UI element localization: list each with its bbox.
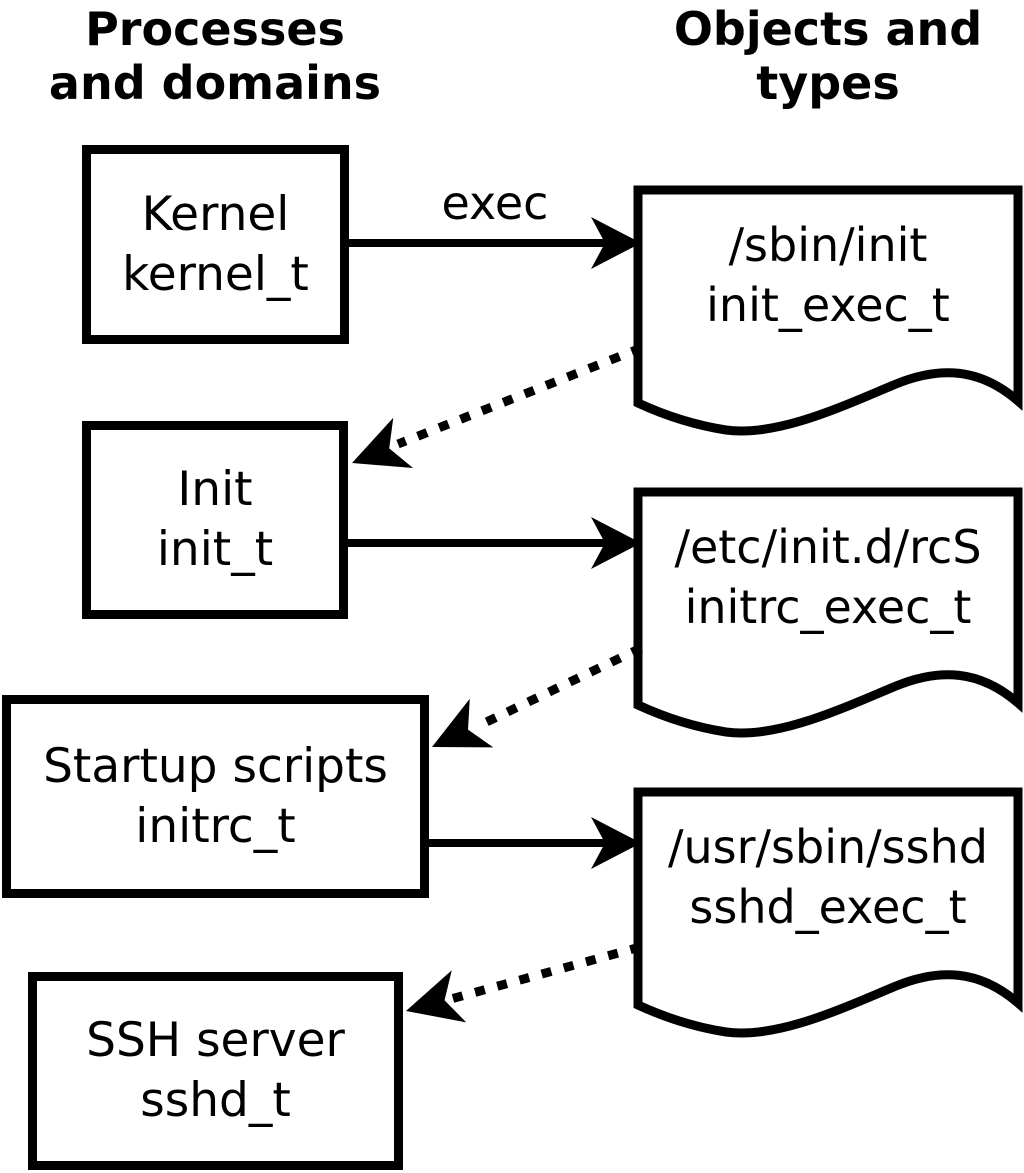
process-name: SSH server	[86, 1013, 345, 1068]
domain-type: sshd_t	[140, 1073, 291, 1128]
object-type: sshd_exec_t	[689, 880, 967, 934]
object-path: /etc/init.d/rcS	[674, 520, 982, 574]
document-shape-etc-initd-rcs	[633, 487, 1023, 738]
header-line: and domains	[48, 56, 382, 110]
object-path: /sbin/init	[728, 218, 928, 272]
document-shape-usr-sbin-sshd	[633, 787, 1023, 1038]
process-name: Init	[177, 462, 253, 517]
solid-arrow-kernel-to-sbin-init	[349, 217, 641, 269]
arrowhead-icon	[591, 217, 641, 269]
solid-arrow-startup-to-usr-sbin-sshd	[429, 817, 641, 869]
document-shape-sbin-init	[633, 185, 1023, 436]
header-line: Processes	[85, 2, 345, 56]
object-label-usr-sbin-sshd: /usr/sbin/sshd sshd_exec_t	[638, 817, 1018, 937]
object-type: init_exec_t	[706, 278, 950, 332]
dotted-arrow-usr-sbin-sshd-to-ssh-server	[406, 942, 642, 1023]
process-box-startup-scripts: Startup scripts initrc_t	[2, 695, 429, 898]
solid-arrow-init-to-etc-initd-rcs	[348, 517, 641, 569]
object-path: /usr/sbin/sshd	[668, 820, 988, 874]
arrowhead-icon	[406, 970, 467, 1023]
arrowhead-icon	[591, 817, 641, 869]
arrowhead-icon	[432, 698, 494, 748]
process-name: Startup scripts	[43, 738, 388, 794]
object-label-sbin-init: /sbin/init init_exec_t	[638, 215, 1018, 335]
dotted-arrow-etc-initd-rcs-to-startup	[432, 643, 643, 748]
domain-type: init_t	[156, 522, 274, 577]
exec-edge-label: exec	[441, 176, 549, 230]
process-box-ssh-server: SSH server sshd_t	[28, 972, 403, 1170]
object-label-etc-initd-rcs: /etc/init.d/rcS initrc_exec_t	[638, 517, 1018, 637]
process-name: Kernel	[141, 186, 290, 242]
header-line: Objects and	[673, 2, 983, 56]
domain-type: kernel_t	[122, 246, 309, 302]
process-box-init: Init init_t	[82, 421, 348, 619]
column-header-processes: Processes and domains	[25, 2, 405, 110]
domain-type: initrc_t	[135, 798, 296, 854]
object-type: initrc_exec_t	[684, 580, 972, 634]
arrowhead-icon	[352, 417, 414, 468]
column-header-objects: Objects and types	[637, 2, 1019, 110]
dotted-arrow-sbin-init-to-init	[352, 343, 643, 468]
header-line: types	[756, 56, 900, 110]
arrowhead-icon	[591, 517, 641, 569]
process-box-kernel: Kernel kernel_t	[82, 145, 349, 344]
